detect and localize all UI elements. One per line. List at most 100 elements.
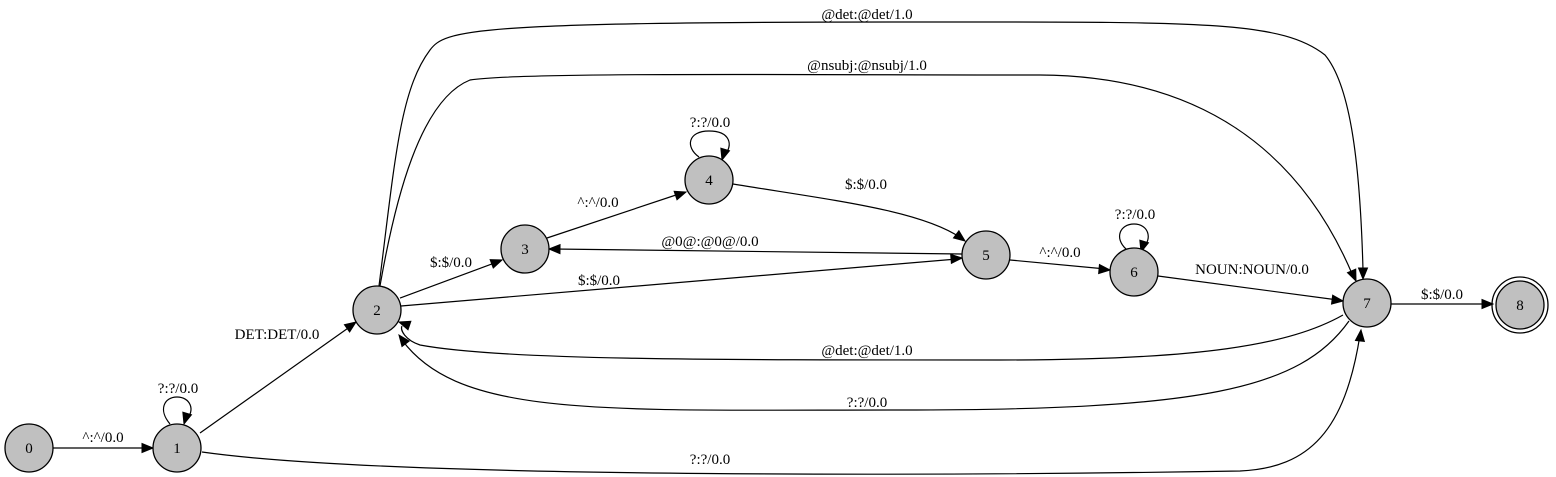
edge-label: ?:?/0.0 — [847, 395, 887, 411]
edge-6-to-7: NOUN:NOUN/0.0 — [1157, 262, 1345, 305]
edge-label: $:$/0.0 — [1421, 287, 1463, 303]
edge-label: ?:?/0.0 — [690, 452, 730, 468]
state-circle — [352, 285, 402, 335]
arrow-head — [397, 320, 412, 331]
state-label: 8 — [1516, 298, 1524, 314]
edge-line — [378, 21, 1364, 287]
edge-2-to-5: $:$/0.0 — [400, 253, 964, 307]
edge-0-to-1: ^:^/0.0 — [53, 430, 155, 454]
arrow-head — [141, 442, 155, 454]
state-node-6: 6 — [1109, 247, 1159, 297]
state-label: 5 — [982, 248, 990, 264]
edges-layer: ^:^/0.0?:?/0.0DET:DET/0.0?:?/0.0$:$/0.0$… — [53, 7, 1495, 475]
state-circle — [152, 423, 202, 473]
state-circle — [961, 230, 1011, 280]
state-circle — [500, 224, 550, 274]
state-node-7: 7 — [1342, 278, 1392, 328]
arrow-head — [489, 259, 504, 269]
arrow-head — [1481, 298, 1495, 310]
edge-5-to-3: @0@:@0@/0.0 — [547, 234, 963, 255]
edge-4-to-4: ?:?/0.0 — [689, 115, 731, 162]
edge-line — [1009, 259, 1107, 270]
arrow-head — [950, 253, 964, 265]
state-label: 3 — [521, 242, 529, 258]
edge-7-to-8: $:$/0.0 — [1391, 287, 1495, 310]
arrow-head — [952, 229, 967, 242]
state-circle — [1109, 247, 1159, 297]
edge-label: $:$/0.0 — [578, 273, 620, 289]
edge-line — [1157, 275, 1339, 301]
state-node-1: 1 — [152, 423, 202, 473]
arrow-head — [1357, 267, 1369, 281]
edge-line — [201, 334, 1361, 475]
edge-2-to-7: @nsubj:@nsubj/1.0 — [379, 58, 1357, 287]
state-node-4: 4 — [684, 155, 734, 205]
edge-line — [400, 314, 1344, 361]
nodes-layer: 0 1 2 3 4 5 6 7 8 — [4, 155, 1549, 473]
edge-line — [732, 183, 962, 239]
state-label: 2 — [373, 303, 381, 319]
state-circle — [1495, 280, 1545, 330]
state-label: 1 — [173, 441, 181, 457]
arrow-head — [182, 411, 193, 426]
edge-label: @nsubj:@nsubj/1.0 — [807, 58, 927, 74]
edge-line — [1118, 223, 1149, 250]
edge-label: $:$/0.0 — [430, 255, 472, 271]
arrow-head — [673, 190, 688, 201]
edge-line — [162, 396, 192, 425]
edge-label: ^:^/0.0 — [1039, 245, 1080, 261]
edge-line — [546, 192, 683, 239]
edge-label: @0@:@0@/0.0 — [661, 234, 758, 250]
arrow-head — [1354, 328, 1366, 342]
edge-6-to-6: ?:?/0.0 — [1115, 207, 1155, 254]
arrow-head — [547, 243, 561, 255]
arrow-head — [720, 147, 731, 162]
edge-label: ^:^/0.0 — [82, 430, 123, 446]
edge-label: ?:?/0.0 — [1115, 207, 1155, 223]
arrow-head — [343, 321, 358, 333]
edge-line — [401, 320, 1350, 411]
edge-line — [199, 325, 352, 434]
edge-line — [400, 258, 958, 307]
edge-label: $:$/0.0 — [845, 177, 887, 193]
edge-2-to-3: $:$/0.0 — [399, 255, 504, 299]
edge-label: @det:@det/1.0 — [821, 343, 912, 359]
arrow-head — [1346, 268, 1357, 283]
edge-line — [689, 130, 730, 158]
state-node-2: 2 — [352, 285, 402, 335]
edge-label: ?:?/0.0 — [690, 115, 730, 131]
arrow-head — [398, 333, 411, 348]
state-node-8: 8 — [1491, 276, 1549, 334]
edge-2-to-7: @det:@det/1.0 — [378, 7, 1369, 287]
edge-label: @det:@det/1.0 — [821, 7, 912, 23]
edge-label: ?:?/0.0 — [158, 381, 198, 397]
edge-3-to-4: ^:^/0.0 — [546, 190, 688, 239]
state-label: 6 — [1130, 265, 1138, 281]
edge-line — [552, 248, 963, 255]
edge-label: NOUN:NOUN/0.0 — [1195, 262, 1309, 278]
edge-1-to-1: ?:?/0.0 — [158, 381, 198, 426]
edge-4-to-5: $:$/0.0 — [732, 177, 967, 242]
edge-label: DET:DET/0.0 — [235, 327, 320, 343]
final-state-ring — [1491, 276, 1549, 334]
edge-7-to-2: ?:?/0.0 — [398, 320, 1350, 411]
edge-1-to-2: DET:DET/0.0 — [199, 321, 358, 434]
state-node-5: 5 — [961, 230, 1011, 280]
state-circle — [4, 423, 54, 473]
edge-1-to-7: ?:?/0.0 — [201, 328, 1366, 475]
edge-7-to-2: @det:@det/1.0 — [397, 314, 1344, 361]
state-label: 7 — [1363, 296, 1371, 312]
state-circle — [1342, 278, 1392, 328]
state-label: 4 — [705, 173, 713, 189]
edge-line — [379, 73, 1354, 287]
arrow-head — [1330, 294, 1345, 305]
edge-5-to-6: ^:^/0.0 — [1009, 245, 1112, 275]
state-circle — [684, 155, 734, 205]
state-label: 0 — [25, 441, 33, 457]
edge-line — [399, 261, 498, 299]
edge-label: ^:^/0.0 — [577, 195, 618, 211]
state-node-3: 3 — [500, 224, 550, 274]
arrow-head — [1098, 263, 1112, 275]
state-node-0: 0 — [4, 423, 54, 473]
